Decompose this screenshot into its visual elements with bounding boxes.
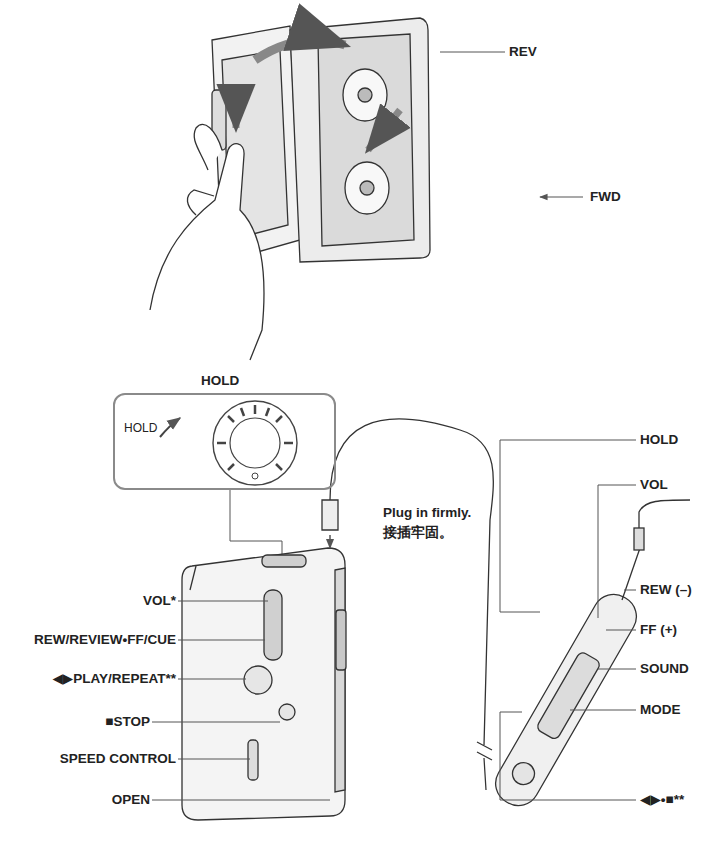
dial-label: HOLD: [124, 421, 157, 435]
insert-arrow: [368, 110, 400, 150]
remote-control: [488, 500, 690, 813]
part-label: FWD: [590, 189, 621, 205]
part-label: HOLD: [640, 432, 678, 448]
part-label: 接插牢固。: [383, 525, 453, 541]
headphone-cable: [322, 419, 493, 790]
part-label: MODE: [640, 702, 681, 718]
part-label: ◀▶•■**: [640, 792, 684, 808]
cassette-loading-view: [150, 18, 430, 360]
part-label: REW (–): [640, 582, 692, 598]
part-label: SOUND: [640, 661, 689, 677]
leader-line: [440, 52, 505, 53]
part-label: VOL: [640, 477, 668, 493]
fwd-arrow: [540, 196, 583, 197]
leader-lines: [152, 440, 636, 800]
leader-line: [230, 490, 282, 556]
inset-box: HOLDHOLD: [113, 393, 336, 490]
part-label: ■STOP: [105, 714, 150, 730]
part-label: Plug in firmly.: [383, 505, 471, 521]
part-label: ◀▶PLAY/REPEAT**: [52, 671, 176, 687]
part-label: REW/REVIEW•FF/CUE: [34, 632, 176, 648]
part-label: OPEN: [112, 792, 150, 808]
hold-dial: [160, 401, 297, 485]
part-label: VOL*: [143, 593, 176, 609]
part-label: SPEED CONTROL: [60, 751, 176, 767]
plug-arrow: [329, 535, 331, 548]
slide-arrow: [233, 88, 240, 128]
player-body: [182, 548, 346, 820]
open-arrow: [255, 40, 345, 60]
part-label: FF (+): [640, 622, 677, 638]
part-label: REV: [509, 44, 537, 60]
inset-heading: HOLD: [201, 373, 239, 388]
